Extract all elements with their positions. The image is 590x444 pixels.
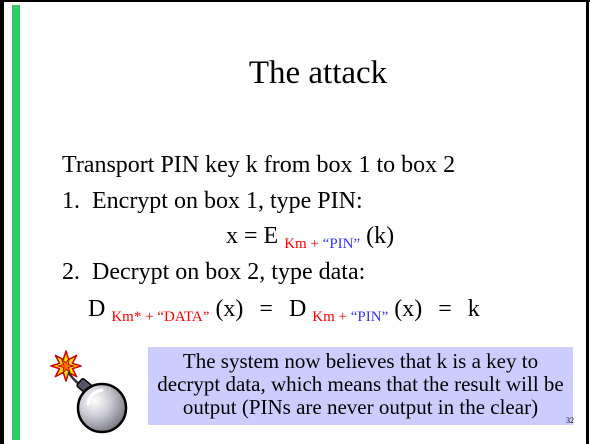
slide-title: The attack: [248, 55, 388, 91]
bomb-highlight: [86, 388, 104, 406]
subscript-key: Km +: [284, 236, 319, 252]
subscript-pin-type: “PIN”: [350, 309, 389, 325]
equation-encrypt-subscript: Km + “PIN”: [284, 236, 360, 252]
callout-line: output (PINs are never output in the cle…: [182, 395, 539, 419]
equation-decrypt-subscript-pin: Km + “PIN”: [312, 309, 388, 325]
step-2-number: 2.: [62, 259, 80, 285]
equation-encrypt-rhs: (k): [366, 223, 395, 249]
intro-text: Transport PIN key k from box 1 to box 2: [62, 152, 456, 178]
equation-decrypt-rhs: (x) = k: [394, 296, 480, 322]
page-number: 32: [566, 416, 574, 425]
green-accent-bar: [12, 5, 20, 440]
slide-border-right: [586, 0, 589, 444]
equation-encrypt: x = E Km + “PIN” (k): [226, 222, 394, 253]
equation-decrypt-lhs: D: [88, 296, 106, 322]
subscript-key-star: Km* +: [111, 309, 154, 325]
step-1-text: Encrypt on box 1, type PIN:: [92, 188, 363, 214]
slide-border-top: [0, 0, 590, 2]
equation-decrypt: D Km* + “DATA” (x) = D Km + “PIN” (x) = …: [88, 295, 480, 326]
subscript-key: Km +: [312, 309, 348, 325]
equation-decrypt-middle: (x) = D: [215, 296, 307, 322]
subscript-data-type: “DATA”: [157, 309, 210, 325]
subscript-pin-type: “PIN”: [322, 236, 361, 252]
slide-border-left: [0, 0, 4, 444]
callout-line: decrypt data, which means that the resul…: [157, 372, 564, 396]
explosion-star-core: [56, 357, 76, 375]
callout-box: The system now believes that k is a key …: [148, 347, 573, 425]
step-1-number: 1.: [62, 188, 80, 214]
equation-decrypt-subscript-data: Km* + “DATA”: [111, 309, 209, 325]
equation-encrypt-lhs: x = E: [226, 223, 279, 249]
callout-line: The system now believes that k is a key …: [182, 349, 539, 373]
step-2: 2. Decrypt on box 2, type data:: [62, 258, 365, 286]
step-1: 1. Encrypt on box 1, type PIN:: [62, 187, 363, 215]
step-2-text: Decrypt on box 2, type data:: [92, 259, 366, 285]
bomb-icon: [50, 350, 128, 434]
